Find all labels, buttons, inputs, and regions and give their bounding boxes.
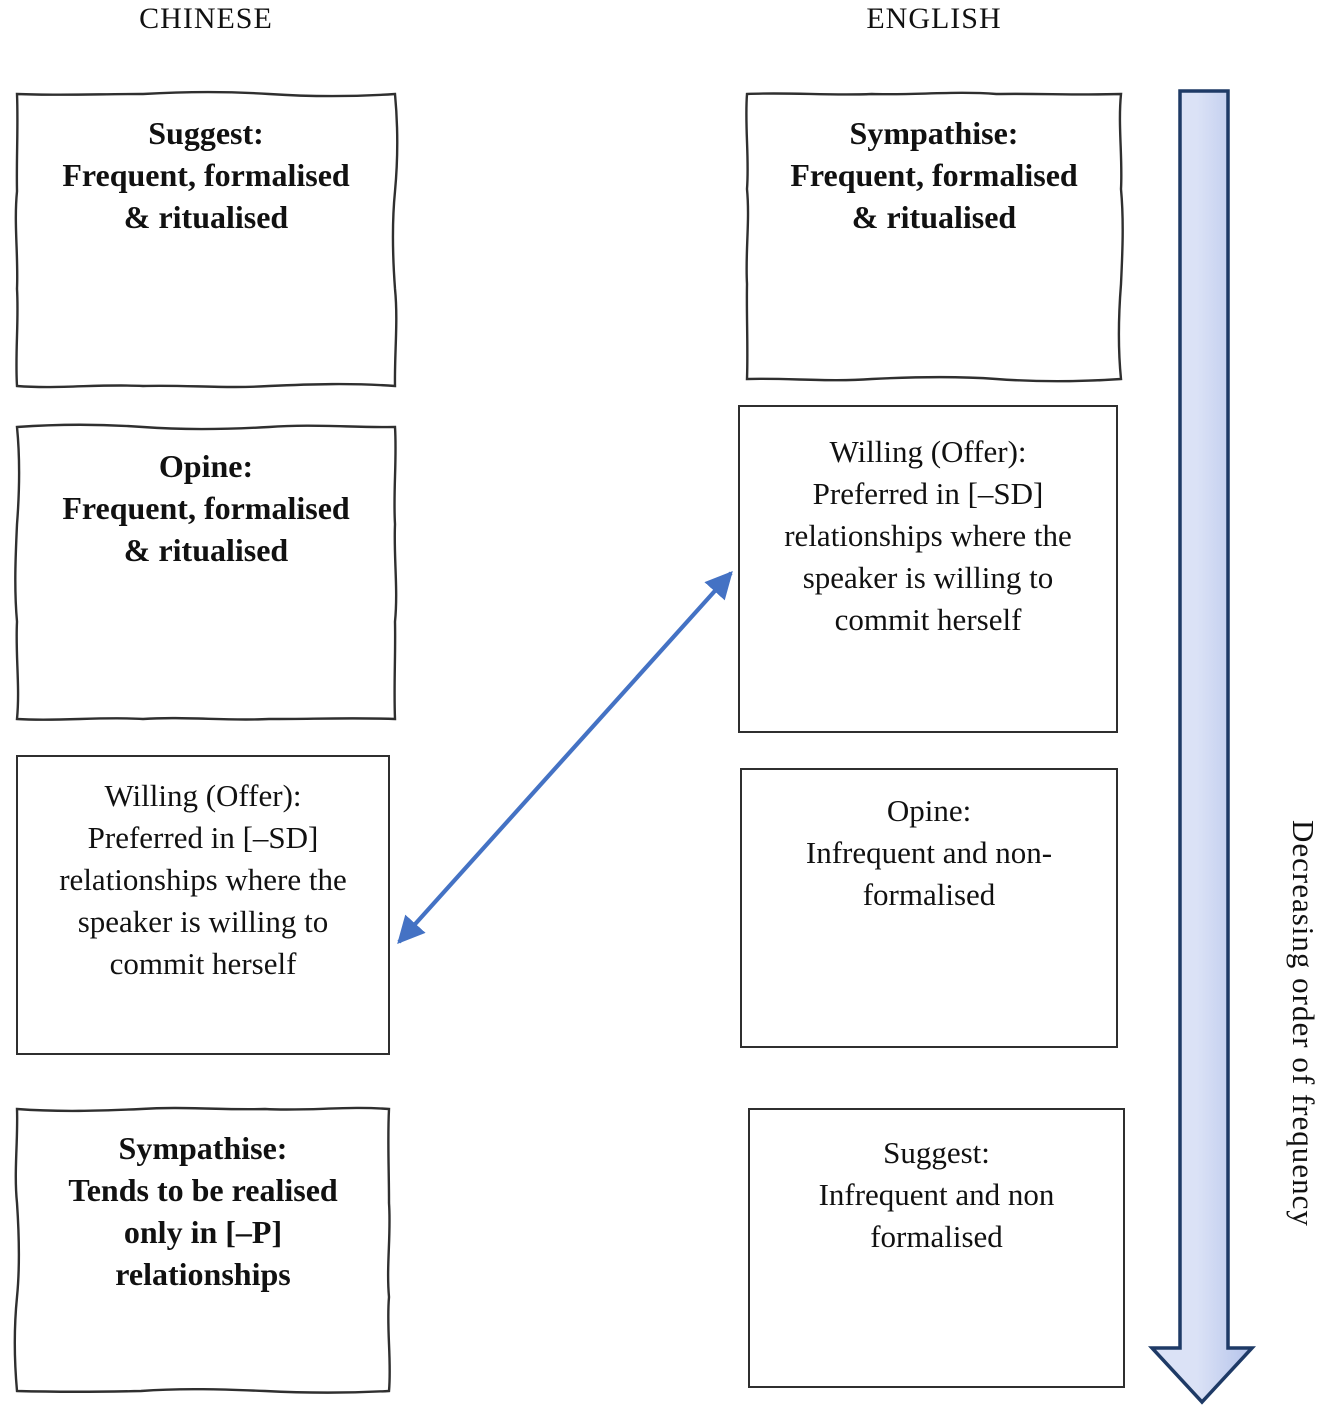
box-line: Tends to be realised <box>68 1172 338 1208</box>
box-line: & ritualised <box>123 199 289 235</box>
box-line: Opine: <box>158 448 254 484</box>
box-line: & ritualised <box>123 532 289 568</box>
column-header-english: ENGLISH <box>866 2 1002 35</box>
box-line: speaker is willing to <box>77 904 329 939</box>
box-line: only in [–P] <box>123 1214 283 1250</box>
box-line: Sympathise: <box>118 1130 288 1166</box>
box-chinese-willing: Willing (Offer): Preferred in [–SD] rela… <box>16 755 390 1055</box>
box-line: Infrequent and non <box>818 1177 1055 1212</box>
box-line: Suggest: <box>883 1135 990 1170</box>
box-line: formalised <box>870 1219 1003 1254</box>
box-english-suggest: Suggest: Infrequent and non formalised <box>748 1108 1125 1388</box>
box-line: Frequent, formalised <box>62 157 350 193</box>
box-chinese-sympathise: Sympathise: Tends to be realised only in… <box>13 1105 393 1395</box>
box-line: commit herself <box>109 946 297 981</box>
box-line: relationships where the <box>59 862 347 897</box>
box-line: Opine: <box>886 793 972 828</box>
box-english-sympathise: Sympathise: Frequent, formalised & ritua… <box>743 90 1125 383</box>
box-line: Frequent, formalised <box>62 490 350 526</box>
double-headed-arrow <box>397 570 733 945</box>
box-line: & ritualised <box>851 199 1017 235</box>
box-line: relationships where the <box>784 518 1072 553</box>
box-line: Infrequent and non- <box>805 835 1053 870</box>
box-english-willing: Willing (Offer): Preferred in [–SD] rela… <box>738 405 1118 733</box>
box-line: Preferred in [–SD] <box>87 820 319 855</box>
decreasing-frequency-arrow <box>1147 89 1257 1405</box>
box-chinese-suggest: Suggest: Frequent, formalised & ritualis… <box>13 90 399 390</box>
box-line: Suggest: <box>148 115 264 151</box>
decreasing-frequency-label: Decreasing order of frequency <box>1286 820 1321 1227</box>
box-english-opine: Opine: Infrequent and non- formalised <box>740 768 1118 1048</box>
box-line: formalised <box>862 877 996 912</box>
box-line: Sympathise: <box>849 115 1019 151</box>
box-line: Frequent, formalised <box>790 157 1078 193</box>
box-line: speaker is willing to <box>802 560 1054 595</box>
box-chinese-opine: Opine: Frequent, formalised & ritualised <box>13 423 399 723</box>
column-header-chinese: CHINESE <box>139 2 273 35</box>
box-line: Willing (Offer): <box>829 434 1027 469</box>
box-line: Preferred in [–SD] <box>812 476 1044 511</box>
box-line: relationships <box>115 1256 291 1292</box>
box-line: commit herself <box>834 602 1022 637</box>
box-line: Willing (Offer): <box>104 778 302 813</box>
